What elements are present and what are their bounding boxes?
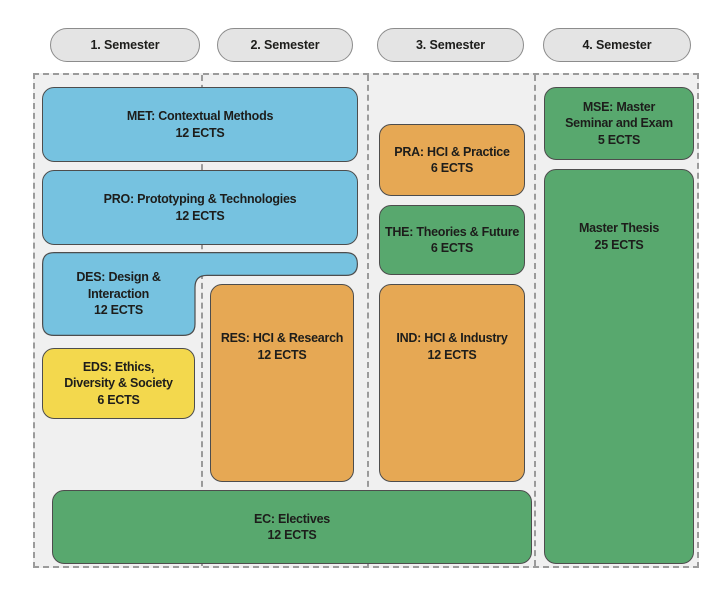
course-block-the: THE: Theories & Future 6 ECTS — [379, 205, 525, 275]
course-block-eds: EDS: Ethics, Diversity & Society 6 ECTS — [42, 348, 195, 419]
course-met-title: MET: Contextual Methods — [126, 109, 274, 123]
semester-pill-4-label: 4. Semester — [582, 38, 652, 52]
course-mse-title: MSE: Master Seminar and Exam — [565, 99, 673, 131]
course-block-thesis: Master Thesis 25 ECTS — [544, 169, 694, 564]
course-block-pro: PRO: Prototyping & Technologies 12 ECTS — [42, 170, 358, 245]
course-pro-title: PRO: Prototyping & Technologies — [103, 192, 297, 206]
course-block-des-shape — [42, 252, 358, 336]
semester-pill-3: 3. Semester — [377, 28, 524, 62]
course-thesis-title: Master Thesis — [578, 221, 660, 235]
course-block-res: RES: HCI & Research 12 ECTS — [210, 284, 354, 482]
course-block-ind: IND: HCI & Industry 12 ECTS — [379, 284, 525, 482]
course-ec-ects: 12 ECTS — [267, 528, 317, 542]
course-block-des: DES: Design & Interaction 12 ECTS — [42, 252, 195, 336]
course-pro-ects: 12 ECTS — [175, 208, 225, 223]
course-res-ects: 12 ECTS — [257, 347, 307, 362]
course-eds-ects: 6 ECTS — [97, 392, 140, 407]
semester-pill-2: 2. Semester — [217, 28, 353, 62]
course-pra-ects: 6 ECTS — [430, 161, 474, 175]
course-thesis-ects: 25 ECTS — [594, 237, 644, 252]
column-divider-2 — [367, 75, 369, 566]
course-block-ec: EC: Electives 12 ECTS — [52, 490, 532, 564]
semester-pill-4: 4. Semester — [543, 28, 691, 62]
course-met-ects: 12 ECTS — [175, 125, 225, 140]
semester-pill-2-label: 2. Semester — [250, 38, 320, 52]
course-ind-ects: 12 ECTS — [427, 347, 477, 362]
course-pra-title: PRA: HCI & Practice — [394, 144, 510, 159]
course-eds-title: EDS: Ethics, Diversity & Society — [64, 359, 173, 391]
course-block-met: MET: Contextual Methods 12 ECTS — [42, 87, 358, 162]
program-board: MET: Contextual Methods 12 ECTS PRO: Pro… — [33, 73, 699, 568]
course-block-pra: PRA: HCI & Practice 6 ECTS — [379, 124, 525, 196]
course-the-ects: 6 ECTS — [430, 241, 474, 255]
course-ec-title: EC: Electives — [254, 511, 330, 526]
semester-pill-1-label: 1. Semester — [90, 38, 160, 52]
column-divider-3 — [534, 75, 536, 566]
column-divider-1 — [201, 75, 203, 566]
course-res-title: RES: HCI & Research — [220, 331, 344, 345]
course-ind-title: IND: HCI & Industry — [396, 331, 508, 345]
course-block-mse: MSE: Master Seminar and Exam 5 ECTS — [544, 87, 694, 160]
course-des-ects: 12 ECTS — [94, 303, 143, 318]
course-des-title: DES: Design & Interaction — [76, 270, 161, 301]
course-the-title: THE: Theories & Future — [384, 224, 520, 239]
semester-pill-1: 1. Semester — [50, 28, 200, 62]
course-mse-ects: 5 ECTS — [597, 132, 641, 147]
semester-pill-3-label: 3. Semester — [415, 38, 486, 52]
